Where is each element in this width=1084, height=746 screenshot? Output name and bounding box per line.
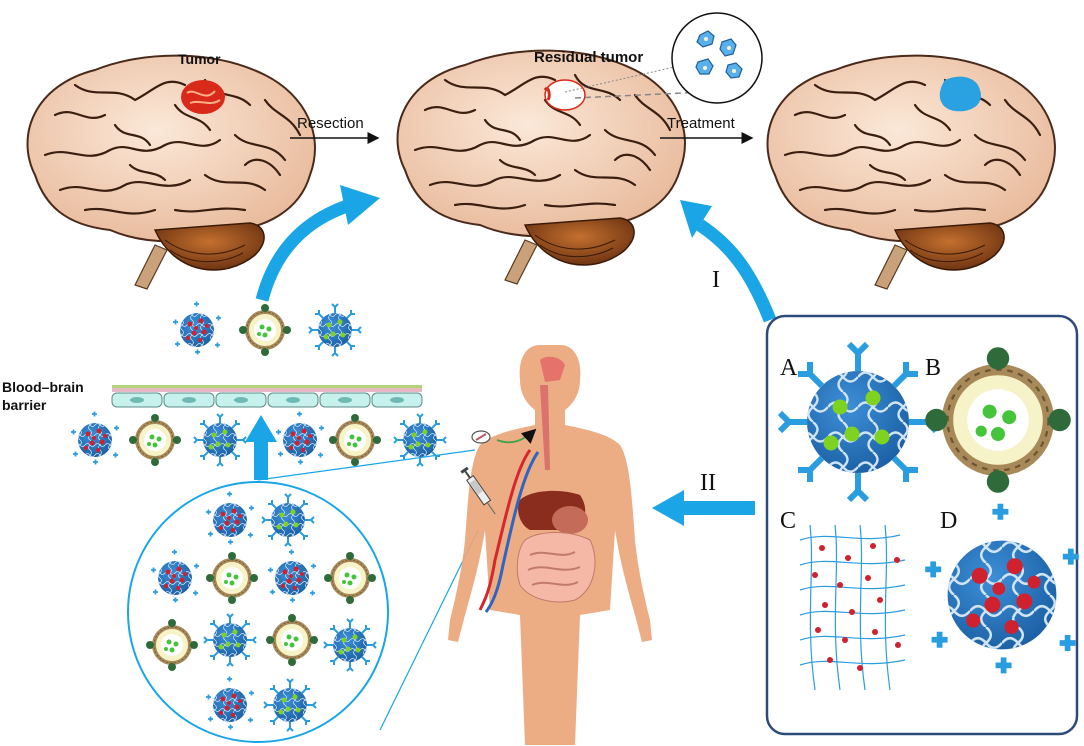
brain-icon [26,54,317,291]
brain-icon [396,49,687,286]
residual-tumor-mark [543,87,551,101]
bbb-label-line2: barrier [2,397,47,413]
nanocarrier-panel: A B C [765,314,1079,736]
hydrogel-network [799,524,906,691]
brain-with-tumor [26,54,317,291]
route-2-arrow [652,490,755,526]
bbb-to-brain-arrow [255,185,380,302]
panel-d-label: D [940,508,957,534]
treatment-label: Treatment [667,115,736,132]
brain-resected [396,49,687,286]
tumor-label: Tumor [178,51,221,67]
residual-cells-inset [564,12,763,104]
route-2-label: II [700,470,716,496]
panel-b-label: B [925,355,941,381]
treated-region [939,76,981,112]
pill-icon [471,430,491,444]
brain-treated [766,54,1057,291]
residual-tumor-label: Residual tumor [534,49,643,66]
bbb-crossing-arrow [245,415,277,480]
bloodstream-inset [127,449,479,743]
human-body-icon [448,345,652,745]
resection-cavity [544,79,586,111]
bbb-label-line1: Blood–brain [2,379,84,395]
crossed-nanoparticles [172,300,362,358]
tumor-icon [181,80,225,114]
blood-brain-barrier [111,385,423,408]
route-1-arrow [680,200,777,323]
syringe-icon [460,466,496,515]
panel-a-label: A [780,355,798,381]
panel-c-label: C [780,508,796,534]
resection-label: Resection [297,115,364,132]
route-1-label: I [712,267,720,293]
oral-route-arrow [496,428,537,444]
brain-icon [766,54,1057,291]
